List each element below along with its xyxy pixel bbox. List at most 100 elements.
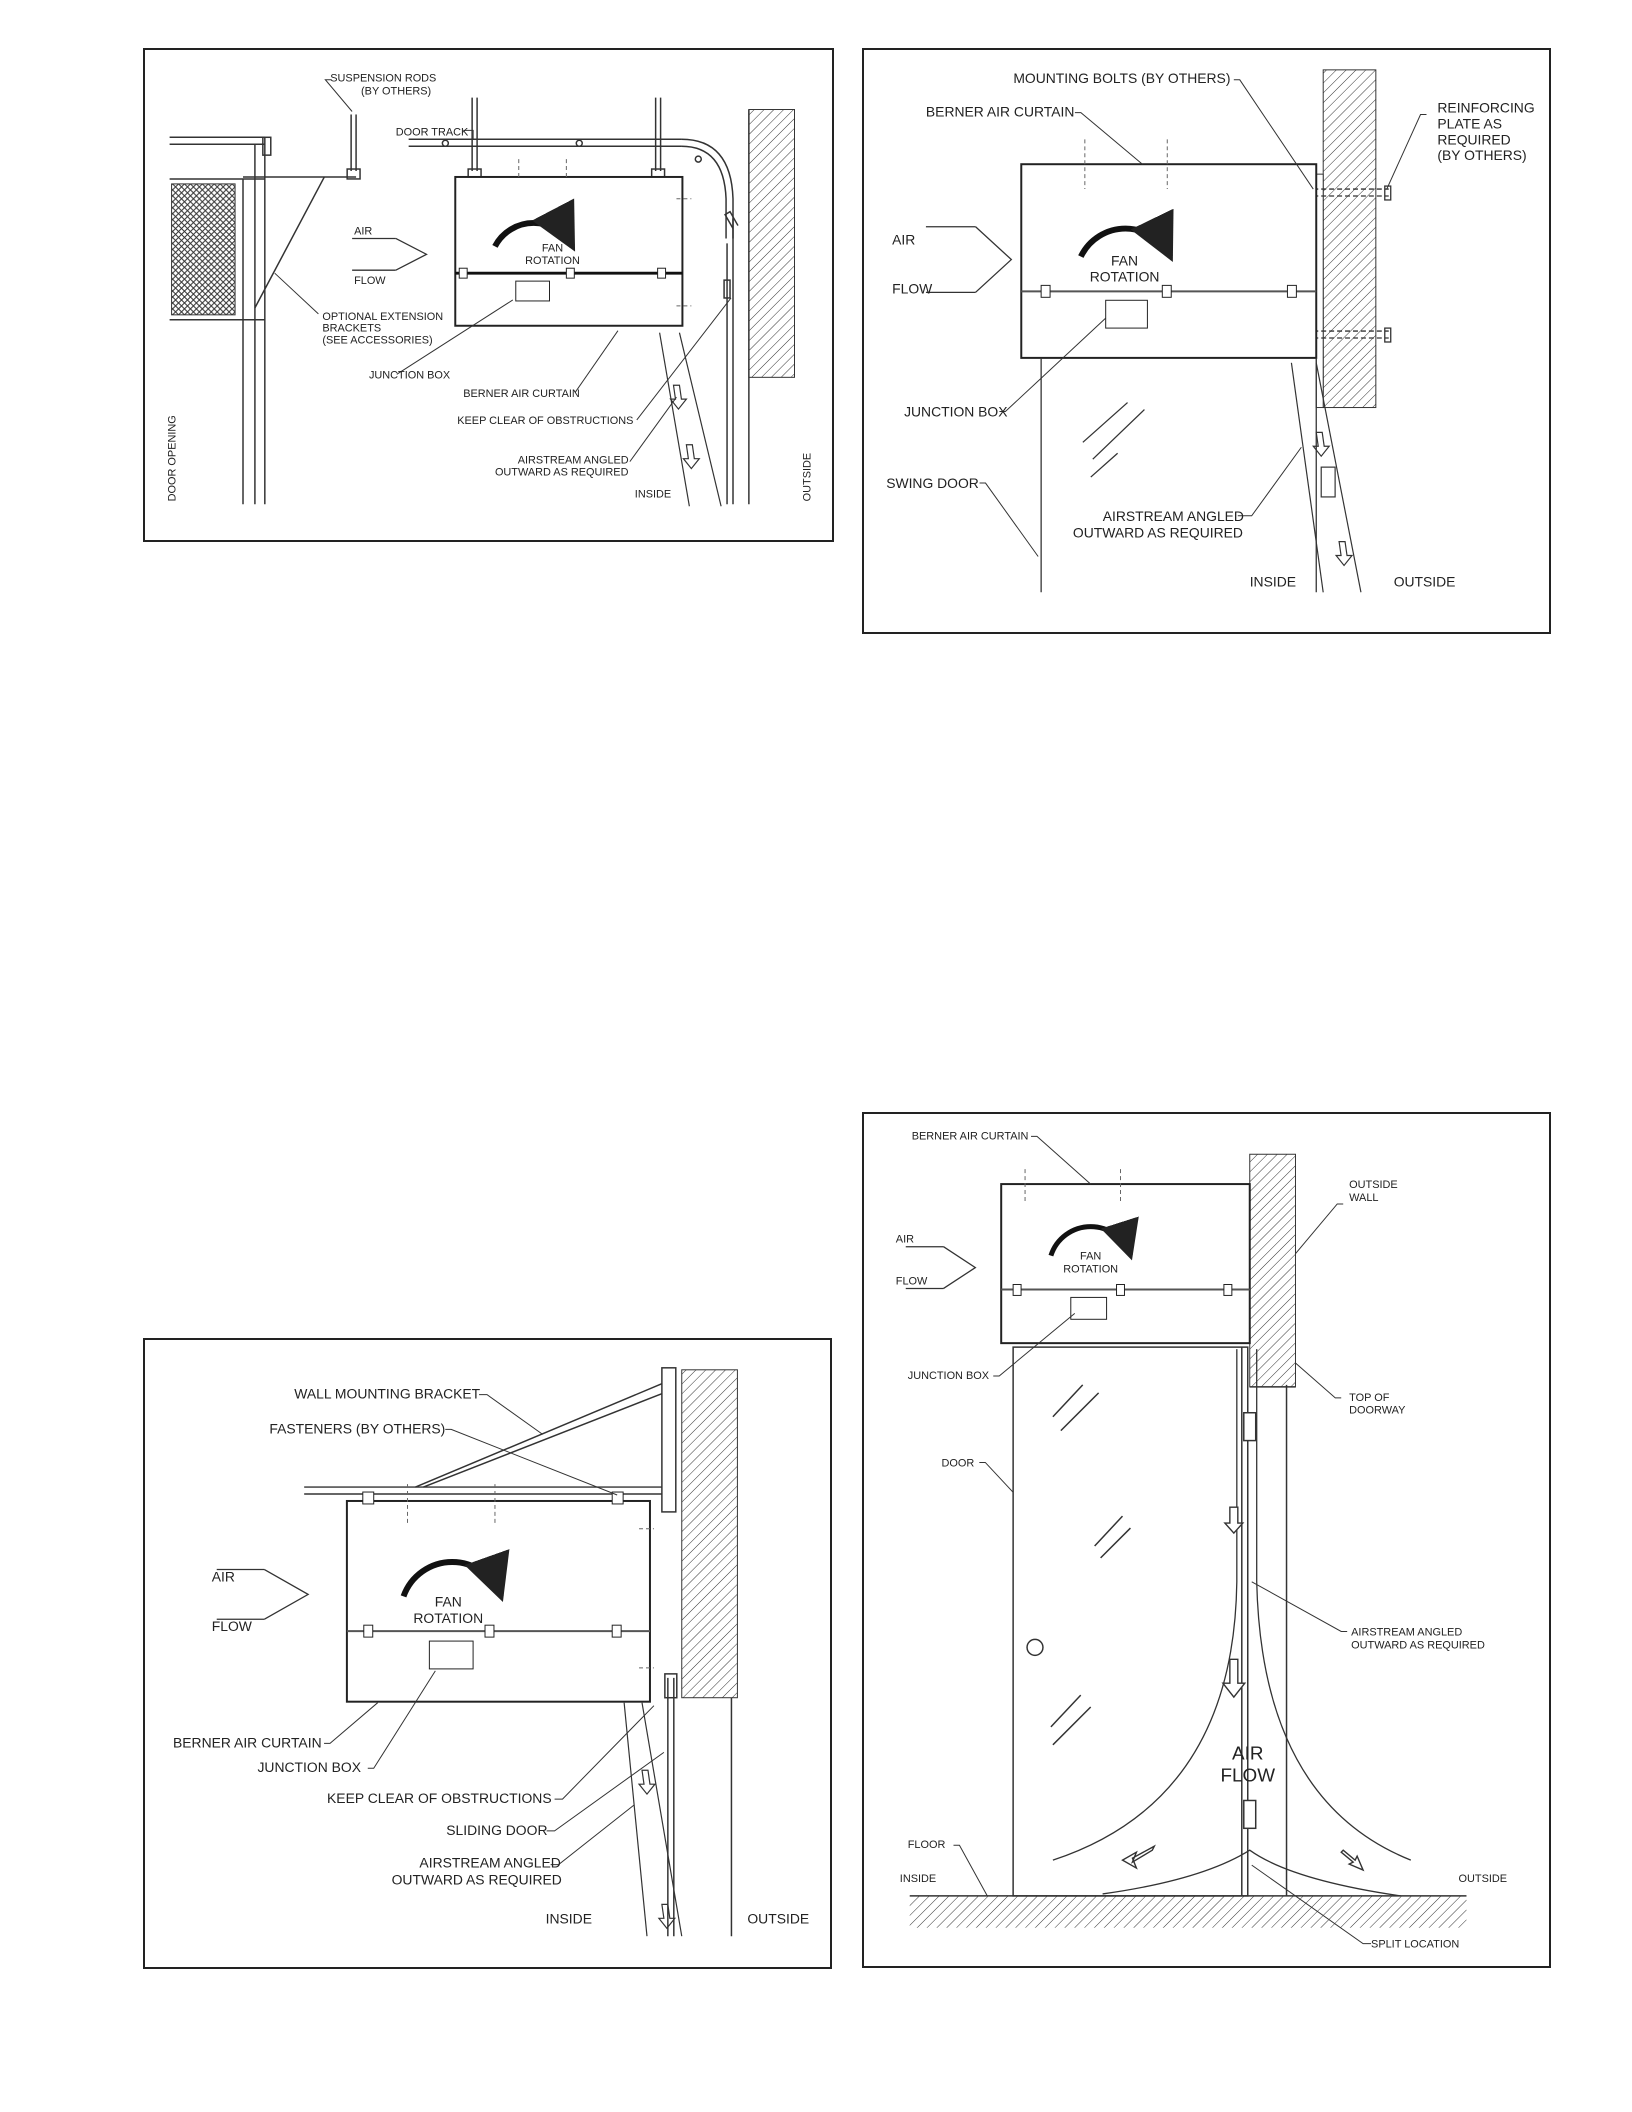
outside-wall (1249, 1153, 1296, 1388)
extension-brackets-label-1: OPTIONAL EXTENSION (322, 311, 443, 323)
outside-wall (1322, 69, 1377, 409)
outside-label: OUTSIDE (1459, 1873, 1508, 1885)
swing-door-label: SWING DOOR (886, 475, 979, 491)
air-flow-arrow (352, 237, 428, 271)
airstream-lines (1290, 362, 1362, 593)
berner-air-curtain-label: BERNER AIR CURTAIN (912, 1130, 1029, 1142)
sliding-door-label: SLIDING DOOR (446, 1822, 547, 1838)
door-track-label: DOOR TRACK (396, 126, 469, 138)
flow-label: FLOW (354, 275, 386, 287)
flow-label: FLOW (892, 280, 933, 296)
airstream-lines (623, 1702, 683, 1937)
berner-air-curtain-label: BERNER AIR CURTAIN (926, 104, 1074, 120)
suspension-rod-left (346, 114, 361, 180)
outside-wall-label-1: OUTSIDE (1349, 1179, 1398, 1191)
extension-brackets-label-2: BRACKETS (322, 323, 381, 335)
berner-air-curtain-label: BERNER AIR CURTAIN (463, 388, 580, 400)
flow-label: FLOW (896, 1275, 928, 1287)
by-others-label: (BY OTHERS) (361, 86, 431, 98)
outside-wall (681, 1369, 738, 1699)
airstream-angled-label: AIRSTREAM ANGLED (1103, 508, 1244, 524)
grille-mesh (171, 183, 236, 316)
outside-label: OUTSIDE (747, 1910, 809, 1926)
air-label: AIR (896, 1234, 914, 1246)
airstream-angled-label: AIRSTREAM ANGLED (1351, 1626, 1462, 1638)
fan-rotation-arrow (492, 198, 576, 252)
rotation-label: ROTATION (413, 1610, 483, 1626)
split-location-label: SPLIT LOCATION (1371, 1939, 1459, 1951)
airstream-lines (659, 332, 722, 507)
rotation-label: ROTATION (1063, 1264, 1118, 1276)
door-track (408, 138, 734, 239)
garage-door-sections (723, 210, 739, 505)
door (1012, 1346, 1257, 1897)
outward-as-required-label: OUTWARD AS REQUIRED (1073, 525, 1243, 541)
flow-arrows (1121, 1506, 1365, 1872)
top-of-doorway-label-1: TOP OF (1349, 1392, 1390, 1404)
door-air-flow-split-diagram: BERNER AIR CURTAIN OUTSIDE WALL AIR FLOW… (862, 1112, 1551, 1968)
junction-box (1070, 1296, 1108, 1320)
extension-bracket (243, 176, 357, 309)
keep-clear-label: KEEP CLEAR OF OBSTRUCTIONS (327, 1790, 552, 1806)
air-label: AIR (354, 225, 372, 237)
inside-label: INSIDE (635, 488, 671, 500)
outward-as-required-label: OUTWARD AS REQUIRED (495, 467, 629, 479)
junction-box-label: JUNCTION BOX (908, 1370, 990, 1382)
door-opening-label: DOOR OPENING (167, 415, 179, 501)
fan-rotation-arrow (400, 1549, 510, 1602)
fasteners-label: FASTENERS (BY OTHERS) (269, 1420, 445, 1436)
outside-label: OUTSIDE (801, 453, 813, 501)
outside-wall-label-2: WALL (1349, 1192, 1378, 1204)
airstream-angled-label: AIRSTREAM ANGLED (419, 1855, 560, 1871)
keep-clear-label: KEEP CLEAR OF OBSTRUCTIONS (457, 415, 633, 427)
sliding-door-svg: WALL MOUNTING BRACKET FASTENERS (BY OTHE… (173, 1367, 809, 1937)
flow-label: FLOW (212, 1618, 253, 1634)
rotation-label: ROTATION (525, 255, 580, 267)
sliding-door-mounting-diagram: WALL MOUNTING BRACKET FASTENERS (BY OTHE… (143, 1338, 832, 1969)
outside-label: OUTSIDE (1394, 573, 1456, 589)
leader-lines (979, 79, 1427, 557)
fan-label: FAN (1111, 253, 1138, 269)
leader-lines (274, 79, 732, 462)
door-label: DOOR (942, 1457, 975, 1469)
reinforcing-plate (1315, 173, 1324, 409)
airstream-angled-label: AIRSTREAM ANGLED (518, 455, 629, 467)
fan-rotation-arrow (1078, 208, 1174, 262)
air-curtain-unit (1020, 139, 1318, 359)
junction-box-label: JUNCTION BOX (257, 1759, 361, 1775)
swing-door-mounting-diagram: MOUNTING BOLTS (BY OTHERS) BERNER AIR CU… (862, 48, 1551, 634)
swing-door (1040, 357, 1317, 593)
inside-label: INSIDE (1250, 573, 1296, 589)
air-flow-arrow (905, 1246, 977, 1290)
inside-label: INSIDE (546, 1910, 592, 1926)
fan-label: FAN (1080, 1251, 1101, 1263)
outward-as-required-label: OUTWARD AS REQUIRED (1351, 1639, 1485, 1651)
rotation-label: ROTATION (1090, 268, 1160, 284)
fan-label: FAN (542, 242, 563, 254)
leader-lines (324, 1394, 665, 1866)
junction-box (1105, 299, 1148, 329)
wall-mounting-bracket-label: WALL MOUNTING BRACKET (294, 1386, 480, 1402)
flow-big-label: FLOW (1220, 1766, 1275, 1787)
fan-label: FAN (435, 1593, 462, 1609)
junction-box-label: JUNCTION BOX (904, 403, 1007, 419)
air-label: AIR (212, 1568, 235, 1584)
inside-label: INSIDE (900, 1873, 936, 1885)
junction-box (515, 280, 550, 302)
reinforcing-label-4: (BY OTHERS) (1437, 147, 1526, 163)
suspension-rods-unit (467, 97, 666, 180)
junction-box (428, 1640, 474, 1670)
air-curtain-unit (345, 1484, 654, 1703)
overhead-door-mounting-diagram: SUSPENSION RODS (BY OTHERS) DOOR TRACK A… (143, 48, 834, 542)
door-opening-jamb (169, 136, 272, 505)
mounting-bolts-label: MOUNTING BOLTS (BY OTHERS) (1013, 70, 1230, 86)
extension-brackets-label-3: (SEE ACCESSORIES) (322, 335, 432, 347)
air-label: AIR (892, 232, 915, 248)
berner-air-curtain-label: BERNER AIR CURTAIN (173, 1734, 322, 1750)
fan-rotation-arrow (1048, 1216, 1139, 1261)
outward-as-required-label: OUTWARD AS REQUIRED (392, 1872, 562, 1888)
suspension-rods-label: SUSPENSION RODS (330, 73, 436, 85)
air-flow-arrow (925, 226, 1013, 293)
airstream-curves (1052, 1349, 1412, 1897)
